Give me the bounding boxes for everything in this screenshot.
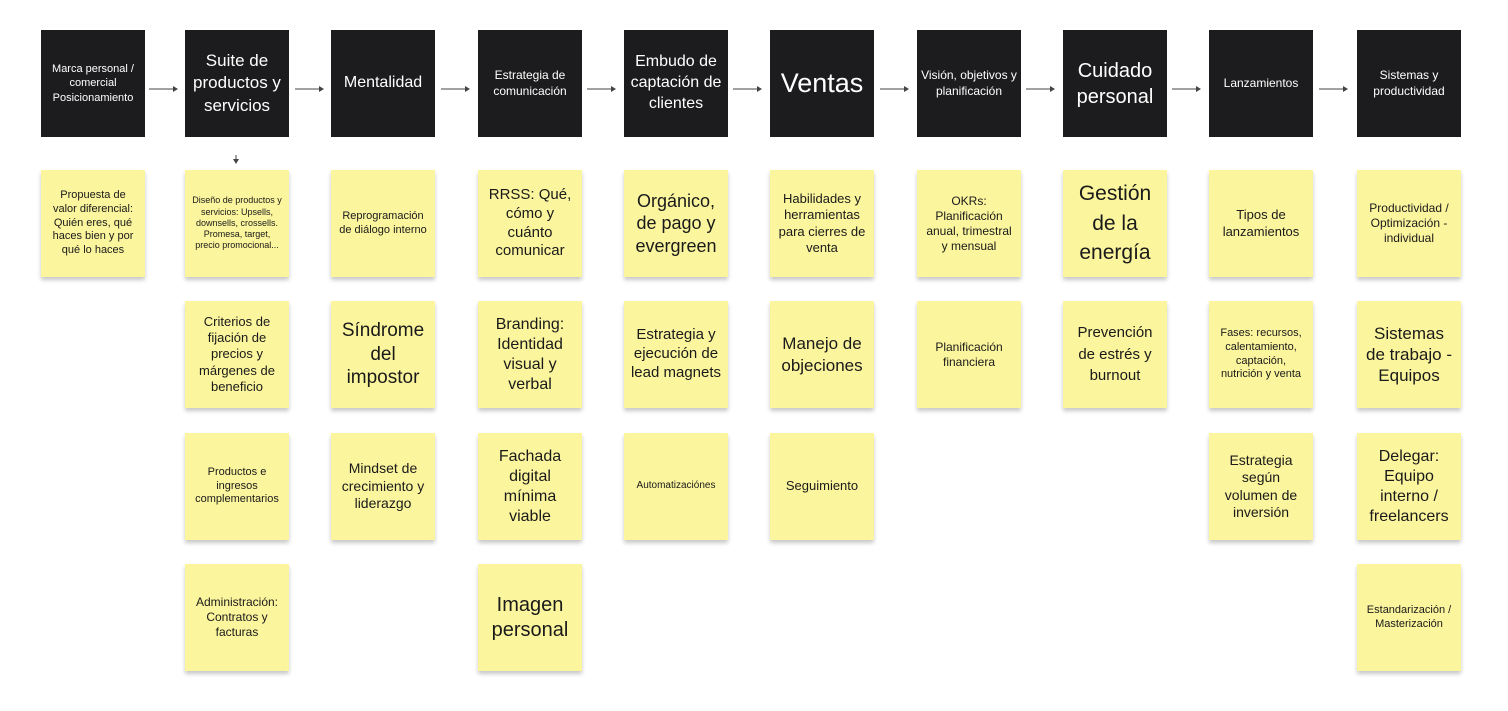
header-sistemas-productividad: Sistemas y productividad: [1357, 30, 1461, 137]
arrow-connector: [295, 86, 324, 92]
arrow-connector: [1026, 86, 1055, 92]
arrow-connector: [587, 86, 616, 92]
note-diseno-productos: Diseño de productos y servicios: Upsells…: [185, 170, 289, 277]
arrow-connector: [441, 86, 470, 92]
note-branding: Branding: Identidad visual y verbal: [478, 301, 582, 408]
note-fases-lanzamiento: Fases: recursos, calentamiento, captació…: [1209, 301, 1313, 408]
note-automatizaciones: Automatizaciónes: [624, 433, 728, 540]
note-sistemas-equipos: Sistemas de trabajo - Equipos: [1357, 301, 1461, 408]
note-administracion: Administración: Contratos y facturas: [185, 564, 289, 671]
note-planificacion-financiera: Planificación financiera: [917, 301, 1021, 408]
note-habilidades-cierres: Habilidades y herramientas para cierres …: [770, 170, 874, 277]
header-cuidado-personal: Cuidado personal: [1063, 30, 1167, 137]
note-imagen-personal: Imagen personal: [478, 564, 582, 671]
note-tipos-lanzamientos: Tipos de lanzamientos: [1209, 170, 1313, 277]
header-suite-productos: Suite de productos y servicios: [185, 30, 289, 137]
header-ventas: Ventas: [770, 30, 874, 137]
note-estandarizacion: Estandarización / Masterización: [1357, 564, 1461, 671]
header-marca-personal: Marca personal / comercial Posicionamien…: [41, 30, 145, 137]
note-seguimiento: Seguimiento: [770, 433, 874, 540]
note-rrss: RRSS: Qué, cómo y cuánto comunicar: [478, 170, 582, 277]
header-mentalidad: Mentalidad: [331, 30, 435, 137]
arrow-connector: [880, 86, 909, 92]
header-estrategia-comunicacion: Estrategia de comunicación: [478, 30, 582, 137]
note-fachada-digital: Fachada digital mínima viable: [478, 433, 582, 540]
header-lanzamientos: Lanzamientos: [1209, 30, 1313, 137]
down-arrow-connector: [233, 155, 239, 164]
arrow-connector: [149, 86, 178, 92]
note-prevencion-estres: Prevención de estrés y burnout: [1063, 301, 1167, 408]
header-vision-objetivos: Visión, objetivos y planificación: [917, 30, 1021, 137]
note-manejo-objeciones: Manejo de objeciones: [770, 301, 874, 408]
note-organico-pago: Orgánico, de pago y evergreen: [624, 170, 728, 277]
note-criterios-precios: Criterios de fijación de precios y márge…: [185, 301, 289, 408]
note-okrs: OKRs: Planificación anual, trimestral y …: [917, 170, 1021, 277]
note-mindset: Mindset de crecimiento y liderazgo: [331, 433, 435, 540]
note-productividad-individual: Productividad / Optimización - individua…: [1357, 170, 1461, 277]
header-embudo-captacion: Embudo de captación de clientes: [624, 30, 728, 137]
arrow-connector: [1319, 86, 1348, 92]
note-lead-magnets: Estrategia y ejecución de lead magnets: [624, 301, 728, 408]
note-productos-ingresos: Productos e ingresos complementarios: [185, 433, 289, 540]
note-estrategia-inversion: Estrategia según volumen de inversión: [1209, 433, 1313, 540]
note-propuesta-valor: Propuesta de valor diferencial: Quién er…: [41, 170, 145, 277]
note-gestion-energia: Gestión de la energía: [1063, 170, 1167, 277]
arrow-connector: [1172, 86, 1201, 92]
note-reprogramacion: Reprogramación de diálogo interno: [331, 170, 435, 277]
note-sindrome-impostor: Síndrome del impostor: [331, 301, 435, 408]
note-delegar: Delegar: Equipo interno / freelancers: [1357, 433, 1461, 540]
arrow-connector: [733, 86, 762, 92]
